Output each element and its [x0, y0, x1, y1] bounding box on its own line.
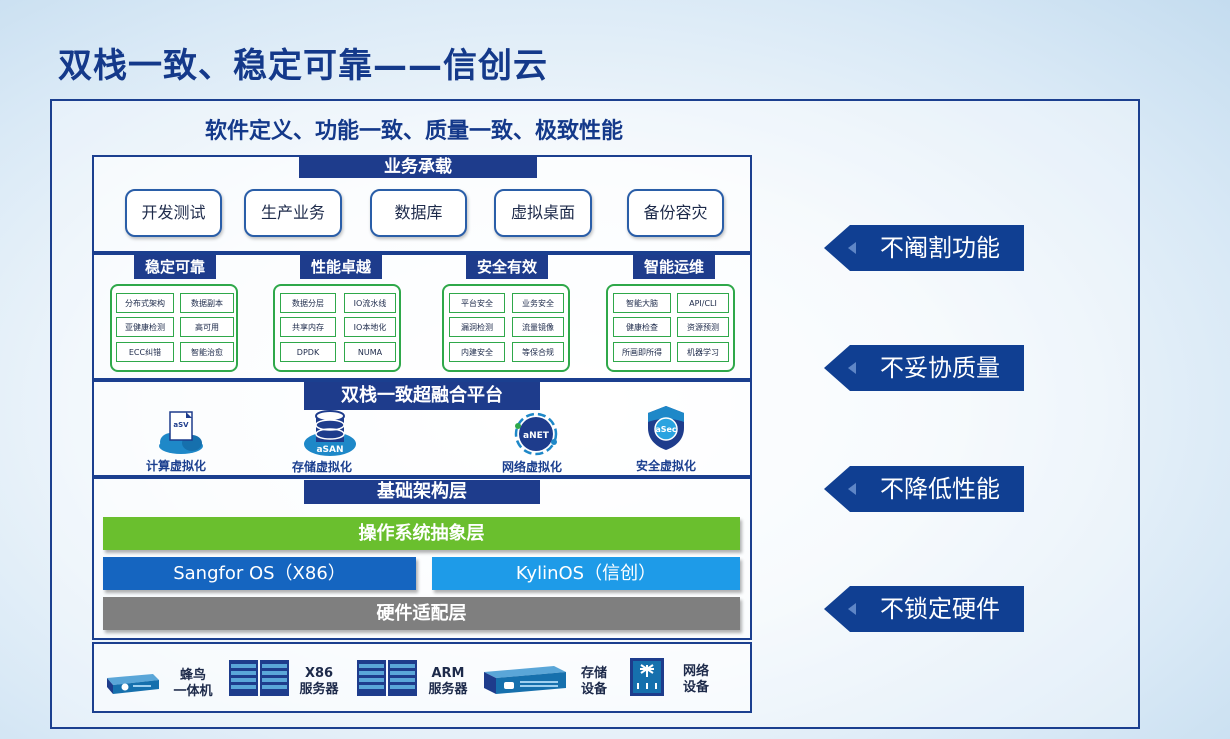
- capability-chip: 流量镜像: [512, 317, 564, 337]
- asec-icon-text: aSec: [655, 425, 677, 434]
- tag-performance: 不降低性能: [824, 466, 1024, 512]
- tag-quality-text: 不妥协质量: [880, 354, 1000, 382]
- business-item-production: 生产业务: [244, 189, 342, 237]
- capability-chip: 等保合规: [512, 342, 564, 362]
- hw-storage-line2: 设备: [580, 682, 607, 697]
- capability-chip: 机器学习: [677, 342, 729, 362]
- capability-chip: 平台安全: [449, 293, 505, 313]
- capability-chip: 资源预测: [677, 317, 729, 337]
- hw-appliance-line2: 一体机: [173, 684, 213, 699]
- hw-network-line2: 设备: [682, 680, 709, 695]
- capability-chip: DPDK: [280, 342, 336, 362]
- asec-icon: aSec: [644, 404, 688, 452]
- x86-server-icon: [227, 656, 291, 698]
- asv-icon-text: aSV: [173, 421, 189, 429]
- capability-chip: 健康检查: [613, 317, 671, 337]
- capability-chip: 智能治愈: [180, 342, 234, 362]
- business-item-vdi: 虚拟桌面: [494, 189, 592, 237]
- network-virtualization-label: 网络虚拟化: [501, 460, 562, 474]
- hw-arm-line2: 服务器: [428, 682, 468, 697]
- storage-virtualization-label: 存储虚拟化: [291, 460, 352, 474]
- hw-arm-label: ARM 服务器: [424, 666, 472, 698]
- security-virtualization-label: 安全虚拟化: [635, 459, 696, 473]
- capability-chip: API/CLI: [677, 293, 729, 313]
- infra-layer-header: 基础架构层: [304, 480, 540, 504]
- compute-virtualization-label: 计算虚拟化: [145, 459, 206, 473]
- capability-chip: IO流水线: [344, 293, 396, 313]
- hw-network-label: 网络 设备: [676, 664, 716, 696]
- tag-full-features: 不阉割功能: [824, 225, 1024, 271]
- hw-storage-label: 存储 设备: [574, 666, 614, 698]
- hw-x86-line2: 服务器: [299, 682, 339, 697]
- hw-storage-line1: 存储: [580, 666, 607, 681]
- page-title: 双栈一致、稳定可靠——信创云: [58, 46, 548, 86]
- capability-chip: 所画即所得: [613, 342, 671, 362]
- asan-icon: aSAN: [302, 408, 358, 458]
- hw-x86-line1: X86: [304, 666, 334, 681]
- business-item-backup: 备份容灾: [627, 189, 724, 237]
- capability-chip: 数据分层: [280, 293, 336, 313]
- os-sangfor-x86: Sangfor OS（X86）: [103, 557, 416, 590]
- network-device-icon: [628, 656, 666, 698]
- capability-chip: NUMA: [344, 342, 396, 362]
- capability-chip: 高可用: [180, 317, 234, 337]
- capability-header-ops: 智能运维: [633, 255, 715, 279]
- capability-chip: 业务安全: [512, 293, 564, 313]
- capability-header-performance: 性能卓越: [300, 255, 382, 279]
- arm-server-icon: [355, 656, 419, 698]
- storage-device-icon: [480, 660, 570, 696]
- business-layer-header: 业务承载: [299, 156, 537, 178]
- hw-appliance-line1: 蜂鸟: [179, 668, 206, 683]
- hw-appliance-label: 蜂鸟 一体机: [168, 668, 218, 700]
- anet-icon-text: aNET: [523, 431, 550, 441]
- hw-arm-line1: ARM: [431, 666, 465, 681]
- capability-chip: 内建安全: [449, 342, 505, 362]
- tag-performance-text: 不降低性能: [880, 475, 1000, 503]
- appliance-icon: [103, 668, 161, 696]
- hardware-adaptation-layer: 硬件适配层: [103, 597, 740, 630]
- platform-layer-header: 双栈一致超融合平台: [304, 382, 540, 410]
- os-abstraction-layer: 操作系统抽象层: [103, 517, 740, 550]
- capability-header-security: 安全有效: [466, 255, 548, 279]
- tag-quality: 不妥协质量: [824, 345, 1024, 391]
- hw-x86-label: X86 服务器: [296, 666, 342, 698]
- capability-header-stability: 稳定可靠: [134, 255, 216, 279]
- hw-network-line1: 网络: [682, 664, 709, 679]
- architecture-subtitle: 软件定义、功能一致、质量一致、极致性能: [205, 119, 624, 144]
- tag-hardware-lockin: 不锁定硬件: [824, 586, 1024, 632]
- capability-chip: IO本地化: [344, 317, 396, 337]
- business-item-database: 数据库: [370, 189, 467, 237]
- capability-chip: 分布式架构: [116, 293, 174, 313]
- business-item-dev-test: 开发测试: [125, 189, 222, 237]
- tag-hardware-lockin-text: 不锁定硬件: [880, 595, 1000, 623]
- capability-chip: 共享内存: [280, 317, 336, 337]
- tag-full-features-text: 不阉割功能: [880, 234, 1000, 262]
- capability-chip: ECC纠错: [116, 342, 174, 362]
- capability-chip: 漏洞检测: [449, 317, 505, 337]
- asv-icon: aSV: [156, 410, 206, 454]
- capability-chip: 亚健康检测: [116, 317, 174, 337]
- capability-chip: 智能大脑: [613, 293, 671, 313]
- capability-chip: 数据副本: [180, 293, 234, 313]
- os-kylin: KylinOS（信创）: [432, 557, 740, 590]
- asan-icon-text: aSAN: [316, 445, 343, 455]
- anet-icon: aNET: [512, 412, 560, 456]
